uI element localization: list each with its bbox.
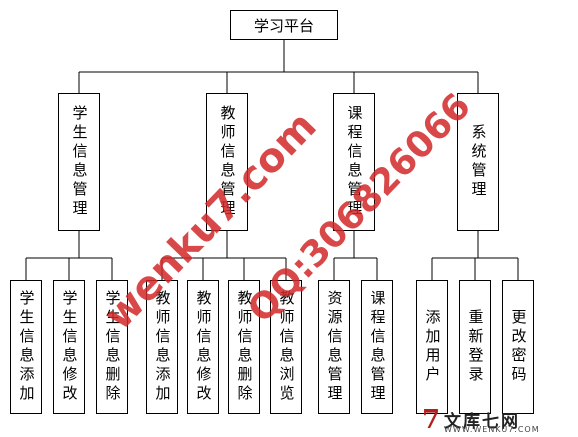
branch-label: 课程信息管理 <box>345 105 364 219</box>
branch-node: 系统管理 <box>457 93 499 231</box>
leaf-label: 教师信息浏览 <box>277 290 296 404</box>
leaf-label: 更改密码 <box>509 309 528 385</box>
branch-node: 学生信息管理 <box>58 93 100 231</box>
leaf-node: 教师信息修改 <box>187 280 219 414</box>
leaf-node: 学生信息删除 <box>96 280 128 414</box>
leaf-label: 课程信息管理 <box>368 290 387 404</box>
leaf-label: 重新登录 <box>466 309 485 385</box>
leaf-node: 添加用户 <box>416 280 448 414</box>
leaf-node: 教师信息添加 <box>146 280 178 414</box>
leaf-label: 资源信息管理 <box>325 290 344 404</box>
branch-label: 学生信息管理 <box>70 105 89 219</box>
leaf-label: 学生信息删除 <box>103 290 122 404</box>
leaf-node: 学生信息修改 <box>53 280 85 414</box>
leaf-node: 资源信息管理 <box>318 280 350 414</box>
leaf-label: 学生信息修改 <box>60 290 79 404</box>
branch-node: 教师信息管理 <box>206 93 248 231</box>
leaf-node: 学生信息添加 <box>10 280 42 414</box>
leaf-label: 教师信息删除 <box>235 290 254 404</box>
branch-label: 系统管理 <box>469 124 488 200</box>
leaf-label: 学生信息添加 <box>17 290 36 404</box>
leaf-node: 更改密码 <box>502 280 534 414</box>
leaf-node: 教师信息删除 <box>228 280 260 414</box>
root-node: 学习平台 <box>230 10 338 40</box>
leaf-node: 教师信息浏览 <box>270 280 302 414</box>
leaf-label: 教师信息添加 <box>153 290 172 404</box>
leaf-label: 添加用户 <box>423 309 442 385</box>
branch-node: 课程信息管理 <box>333 93 375 231</box>
root-label: 学习平台 <box>253 16 314 35</box>
branch-label: 教师信息管理 <box>218 105 237 219</box>
leaf-node: 重新登录 <box>459 280 491 414</box>
leaf-node: 课程信息管理 <box>361 280 393 414</box>
logo-text: 文库七网 <box>444 412 520 432</box>
logo-mark-icon: 7 <box>422 405 441 435</box>
leaf-label: 教师信息修改 <box>194 290 213 404</box>
logo-url: WWW.WENKU7.COM <box>444 425 540 434</box>
watermark-logo: 7 文库七网 WWW.WENKU7.COM <box>422 407 572 435</box>
